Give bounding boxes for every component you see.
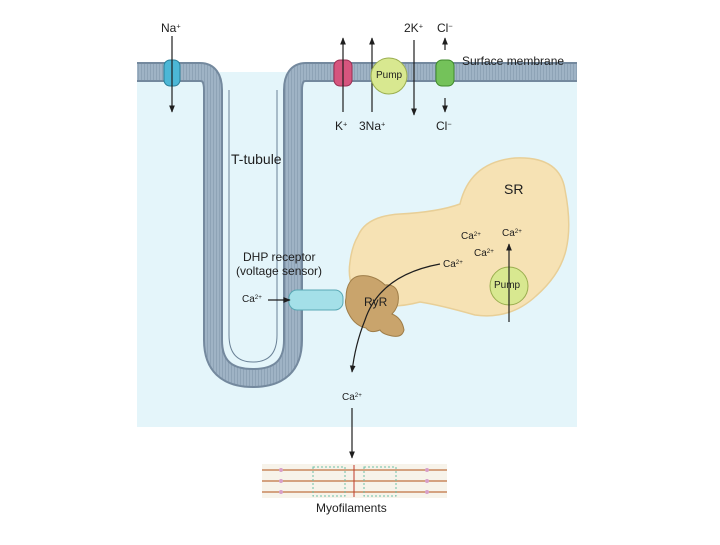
sr-ca-pump	[489, 243, 529, 322]
na-channel	[163, 36, 181, 113]
k-efflux-label: 2K+	[404, 21, 424, 35]
na-efflux-label: 3Na+	[359, 119, 386, 133]
t-tubule-label: T-tubule	[231, 151, 282, 167]
t-tubule-membrane	[137, 64, 577, 386]
ryanodine-receptor	[345, 275, 405, 337]
ca-release-arrow	[349, 263, 441, 373]
cl-top-label: Cl−	[437, 21, 453, 35]
na-ion-label: Na+	[161, 21, 181, 35]
t-tubule-lumen-edge	[228, 90, 278, 363]
cl-bottom-label: Cl−	[436, 119, 452, 133]
myofilaments-label: Myofilaments	[316, 501, 387, 515]
sr-ca-label: Ca2+	[461, 231, 481, 242]
ryr-label: RyR	[364, 295, 388, 309]
dhp-receptor	[268, 289, 344, 311]
k-channel	[333, 37, 353, 112]
voltage-sensor-label: (voltage sensor)	[236, 264, 323, 278]
surface-pump-label: Pump	[376, 70, 403, 81]
ca-release-label: Ca2+	[342, 392, 362, 403]
sr-ca-label: Ca2+	[443, 259, 463, 270]
na-k-pump	[369, 37, 417, 116]
k-influx-label: K+	[335, 119, 348, 133]
myofilaments	[262, 464, 447, 498]
sr-ca-label: Ca2+	[474, 248, 494, 259]
sr-pump-label: Pump	[494, 280, 521, 291]
sr-ca-label: Ca2+	[502, 228, 522, 239]
cl-channel	[435, 37, 455, 113]
dhp-receptor-label: DHP receptor	[243, 250, 316, 264]
ca-influx-label: Ca2+	[242, 294, 262, 305]
sr-label: SR	[504, 181, 524, 197]
surface-membrane-label: Surface membrane	[462, 54, 565, 68]
